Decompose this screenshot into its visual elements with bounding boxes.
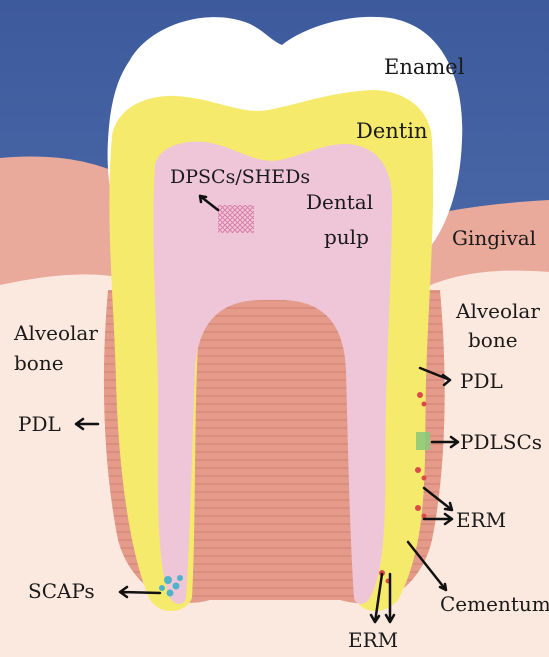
label-scaps: SCAPs	[28, 579, 95, 603]
label-gingival: Gingival	[452, 226, 536, 250]
label-pulp: pulp	[324, 225, 369, 249]
label-dentin: Dentin	[356, 119, 427, 143]
label-erm-right: ERM	[456, 508, 506, 532]
pdlsc-cell-cluster	[416, 432, 430, 450]
label-pdl-right: PDL	[460, 369, 503, 393]
label-pdlscs: PDLSCs	[460, 430, 542, 454]
label-cementum: Cementum	[440, 592, 549, 616]
label-bone-right: bone	[468, 328, 518, 352]
label-dental: Dental	[306, 190, 373, 214]
label-alveolar-right: Alveolar	[455, 299, 540, 323]
label-pdl-left: PDL	[18, 412, 61, 436]
label-alveolar-left: Alveolar	[13, 321, 98, 345]
label-enamel: Enamel	[384, 55, 465, 79]
label-dpscs-sheds: DPSCs/SHEDs	[170, 166, 310, 188]
dpsc-cell-cluster	[218, 205, 254, 233]
label-bone-left: bone	[14, 351, 64, 375]
label-erm-bottom: ERM	[348, 628, 398, 652]
